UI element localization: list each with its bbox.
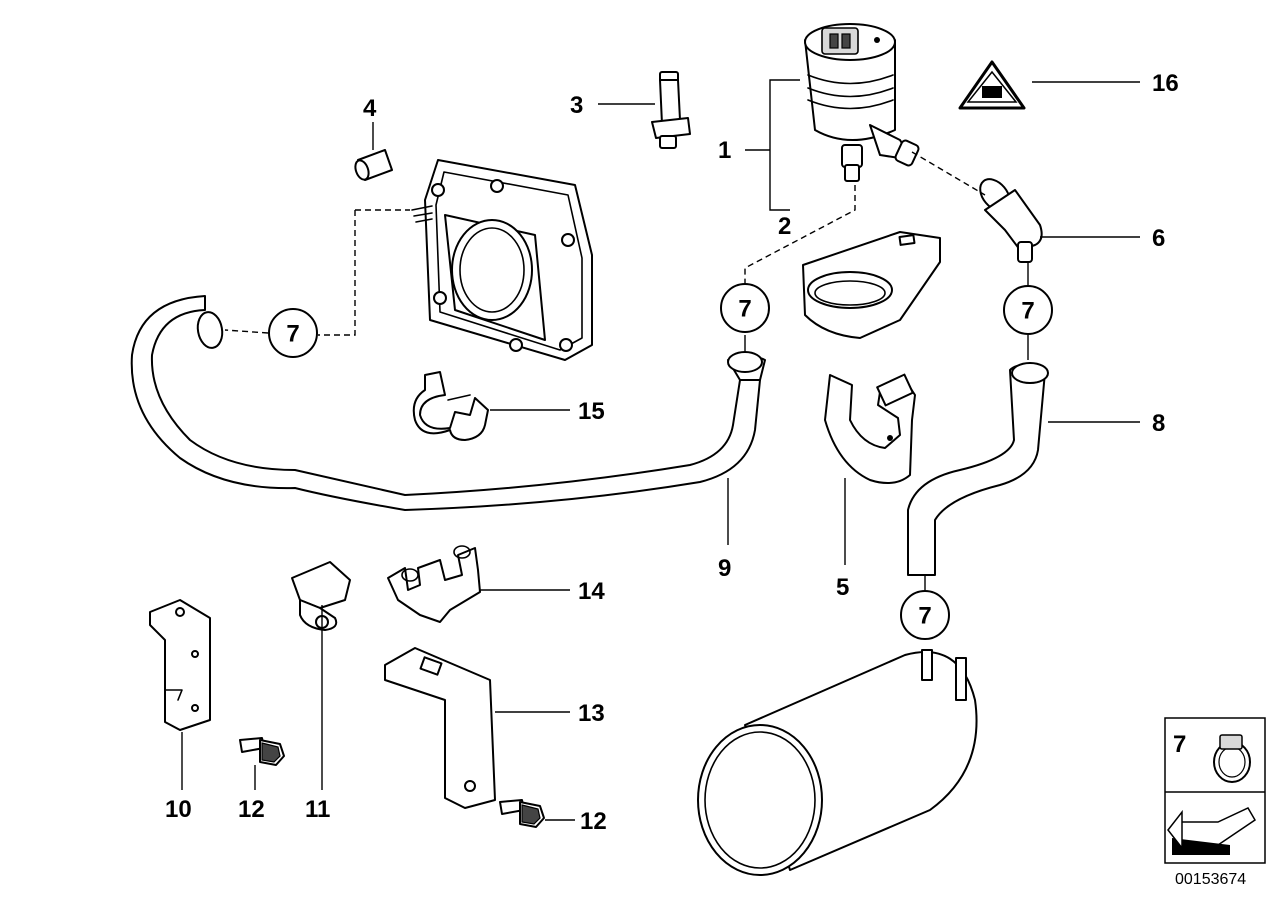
- hose-clamp-icon: [1213, 734, 1251, 783]
- sleeve: [354, 149, 393, 181]
- washer-pump: [804, 23, 920, 182]
- document-number: 00153674: [1175, 871, 1246, 888]
- callout-9: 9: [718, 555, 731, 582]
- elbow-connector: [979, 178, 1043, 263]
- callout-12-left: 12: [238, 796, 265, 823]
- bolt-left: [239, 737, 285, 766]
- bolt-right: [499, 799, 545, 828]
- washer-reservoir: [697, 649, 978, 876]
- callout-13: 13: [578, 700, 605, 727]
- hose-right: [907, 362, 1049, 576]
- clip-11: [291, 561, 351, 631]
- callout-10: 10: [165, 796, 192, 823]
- warning-triangle-icon: [958, 60, 1026, 110]
- hose-clip-double: [412, 371, 489, 441]
- bracket-10: [149, 599, 211, 731]
- ring-7-bottom: 7: [900, 590, 950, 640]
- callout-4: 4: [363, 95, 377, 122]
- ring-7-left: 7: [268, 308, 318, 358]
- callout-15: 15: [578, 398, 605, 425]
- callout-11: 11: [305, 796, 330, 823]
- callout-8: 8: [1152, 410, 1165, 437]
- throttle-housing: [411, 159, 593, 361]
- callout-12-right: 12: [580, 808, 607, 835]
- bracket-13: [384, 647, 496, 809]
- pump-holder: [802, 231, 941, 339]
- legend-box: 7: [1164, 717, 1266, 864]
- arrow-icon: [1167, 807, 1257, 855]
- callout-5: 5: [836, 574, 849, 601]
- svg-text:7: 7: [1021, 298, 1034, 325]
- callout-2: 2: [778, 213, 791, 240]
- bracket-5: [824, 373, 916, 485]
- svg-text:7: 7: [918, 603, 931, 630]
- callout-3: 3: [570, 92, 583, 119]
- level-sensor: [651, 71, 691, 149]
- ring-7-middle: 7: [720, 283, 770, 333]
- svg-text:7: 7: [738, 296, 751, 323]
- callout-14: 14: [578, 578, 605, 605]
- clip-14: [387, 545, 481, 623]
- hose-long: [130, 295, 766, 511]
- callout-1: 1: [718, 137, 731, 164]
- svg-text:7: 7: [286, 321, 299, 348]
- callout-6: 6: [1152, 225, 1165, 252]
- callout-16: 16: [1152, 70, 1179, 97]
- leader-lines: [181, 79, 1140, 821]
- legend-label: 7: [1173, 731, 1186, 758]
- ring-7-right: 7: [1003, 285, 1053, 335]
